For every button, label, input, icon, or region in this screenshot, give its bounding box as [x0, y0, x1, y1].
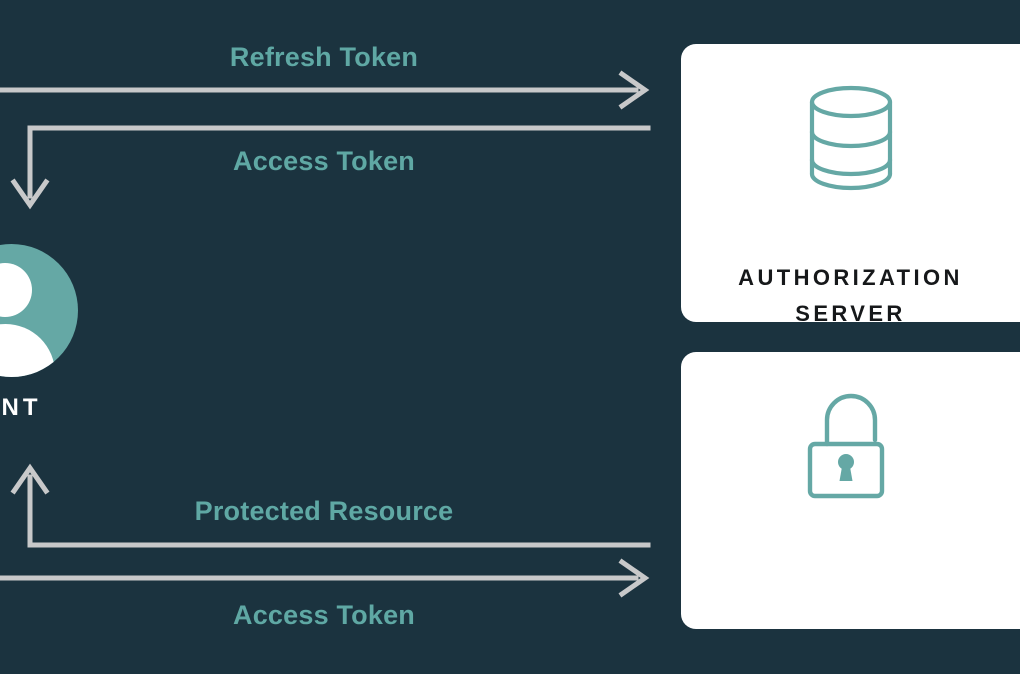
arrowhead-protected-resource [10, 463, 50, 495]
authorization-server-title: AUTHORIZATION SERVER [681, 260, 1020, 322]
avatar-body-shape [0, 324, 55, 377]
arrowhead-access-token-bottom [618, 558, 650, 598]
flow-label-refresh-token: Refresh Token [229, 42, 419, 72]
arrowhead-refresh-token [618, 70, 650, 110]
resource-server-card: RESOURCE SERVER [681, 352, 1020, 629]
open-padlock-icon [681, 392, 1020, 507]
avatar-head-shape [0, 263, 32, 317]
flow-label-access-token-top: Access Token [233, 146, 415, 176]
authorization-server-title-line2: SERVER [795, 301, 906, 322]
arrow-protected-resource [27, 474, 651, 548]
arrow-access-token-top [27, 125, 651, 199]
client-node: ENT [0, 244, 78, 434]
client-label: ENT [0, 394, 42, 421]
user-avatar-icon [0, 244, 78, 377]
flow-label-access-token-bottom: Access Token [233, 600, 415, 630]
authorization-server-title-line1: AUTHORIZATION [738, 265, 963, 290]
authorization-server-card: AUTHORIZATION SERVER [681, 44, 1020, 322]
flow-label-protected-resource: Protected Resource [194, 496, 454, 526]
arrowhead-access-token-top [10, 178, 50, 210]
database-icon [681, 84, 1020, 197]
